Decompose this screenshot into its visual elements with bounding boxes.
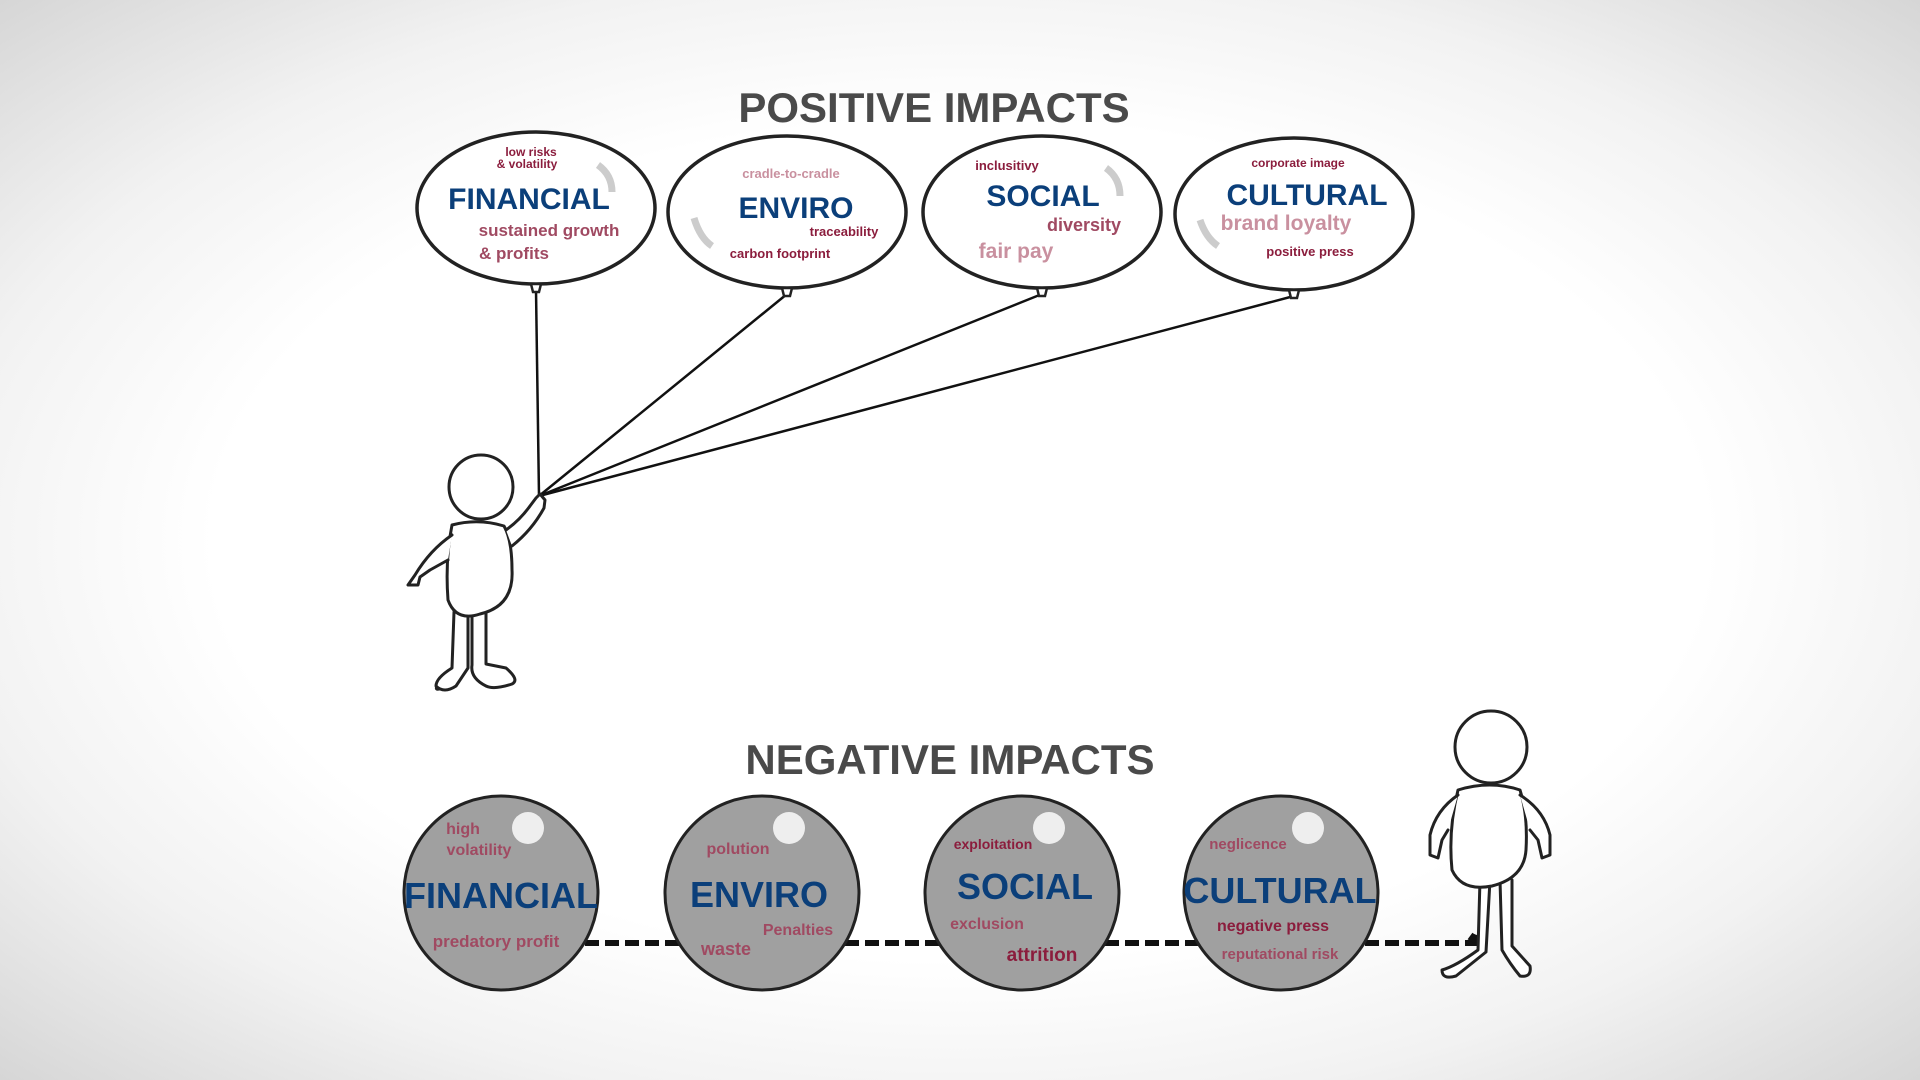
text-inclusitivy: inclusitivy [975,158,1039,173]
ball-financial-label: FINANCIAL [404,875,598,916]
ball-enviro-label: ENVIRO [690,874,828,915]
text-waste: waste [700,939,751,959]
text-predatory-profit: predatory profit [433,932,560,951]
ball-social-label: SOCIAL [957,866,1093,907]
positive-impacts-title: POSITIVE IMPACTS [738,84,1129,131]
text-exclusion: exclusion [950,916,1024,933]
text-high: high [446,821,480,838]
text-attrition: attrition [1007,945,1078,966]
text-reputational-risk: reputational risk [1222,946,1339,963]
text-exploitation: exploitation [954,836,1033,852]
ball-social: exploitation SOCIAL exclusion attrition [923,794,1121,992]
negative-impacts-title: NEGATIVE IMPACTS [745,736,1154,783]
person-with-balloons [406,453,547,692]
text-neglicence: neglicence [1209,836,1287,853]
ball-cultural: neglicence CULTURAL negative press reput… [1182,794,1380,992]
balloon-enviro: cradle-to-cradle ENVIRO traceability car… [666,134,908,298]
balloon-financial-label: FINANCIAL [448,183,610,216]
text-corporate-image: corporate image [1251,156,1345,170]
ball-financial: high volatility FINANCIAL predatory prof… [402,794,600,992]
text-carbon-footprint: carbon footprint [730,246,831,261]
text-brand-loyalty: brand loyalty [1221,212,1352,235]
text-traceability: traceability [810,224,879,239]
text-positive-press: positive press [1266,244,1353,259]
ball-cultural-label: CULTURAL [1183,870,1376,911]
text-volatility: volatility [447,842,512,859]
text-penalties: Penalties [763,922,833,939]
text-diversity: diversity [1047,215,1121,235]
text-profits: & profits [479,244,549,263]
person-chained [1428,709,1552,979]
balloon-cultural: corporate image CULTURAL brand loyalty p… [1173,136,1415,300]
balloon-enviro-label: ENVIRO [738,192,853,225]
text-polution: polution [706,841,769,858]
ball-enviro: polution ENVIRO Penalties waste [663,794,861,992]
text-cradle-to-cradle: cradle-to-cradle [742,166,840,181]
balloon-cultural-label: CULTURAL [1226,179,1387,212]
text-low-risks: low risks [505,145,557,159]
balloon-social: inclusitivy SOCIAL diversity fair pay [921,134,1163,298]
text-volatility: & volatility [497,157,558,171]
balloon-financial: low risks & volatility FINANCIAL sustain… [415,130,657,294]
balloon-social-label: SOCIAL [986,180,1099,213]
text-fair-pay: fair pay [979,240,1054,263]
text-negative-press: negative press [1217,918,1329,935]
text-sustained-growth: sustained growth [479,221,620,240]
balloon-strings [534,289,1295,498]
